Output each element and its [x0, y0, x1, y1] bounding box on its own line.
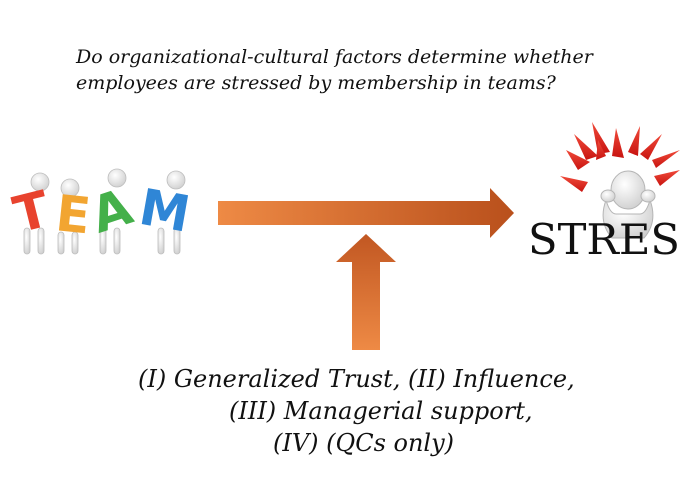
stress-word: STRES: [528, 215, 680, 264]
question-line-2: employees are stressed by membership in …: [76, 72, 556, 94]
team-letter-m: M: [135, 178, 194, 244]
team-to-stress-arrow: [218, 188, 514, 238]
factors-line-2: (III) Managerial support,: [229, 397, 533, 425]
team-letter-e: E: [53, 184, 93, 245]
question-line-1: Do organizational-cultural factors deter…: [76, 46, 593, 68]
question-text: Do organizational-cultural factors deter…: [76, 44, 676, 96]
team-figures: [23, 168, 186, 255]
team-illustration: T E A M: [8, 168, 194, 255]
moderator-arrow: [336, 234, 396, 350]
team-letter-t: T: [8, 180, 55, 245]
factors-line-1: (I) Generalized Trust, (II) Influence,: [138, 365, 575, 393]
team-letter-a: A: [84, 177, 139, 244]
factors-line-3: (IV) (QCs only): [273, 429, 455, 457]
stressed-figure: [600, 170, 656, 239]
stress-red-arrows: [560, 122, 680, 192]
stress-illustration: STRES: [528, 122, 680, 264]
